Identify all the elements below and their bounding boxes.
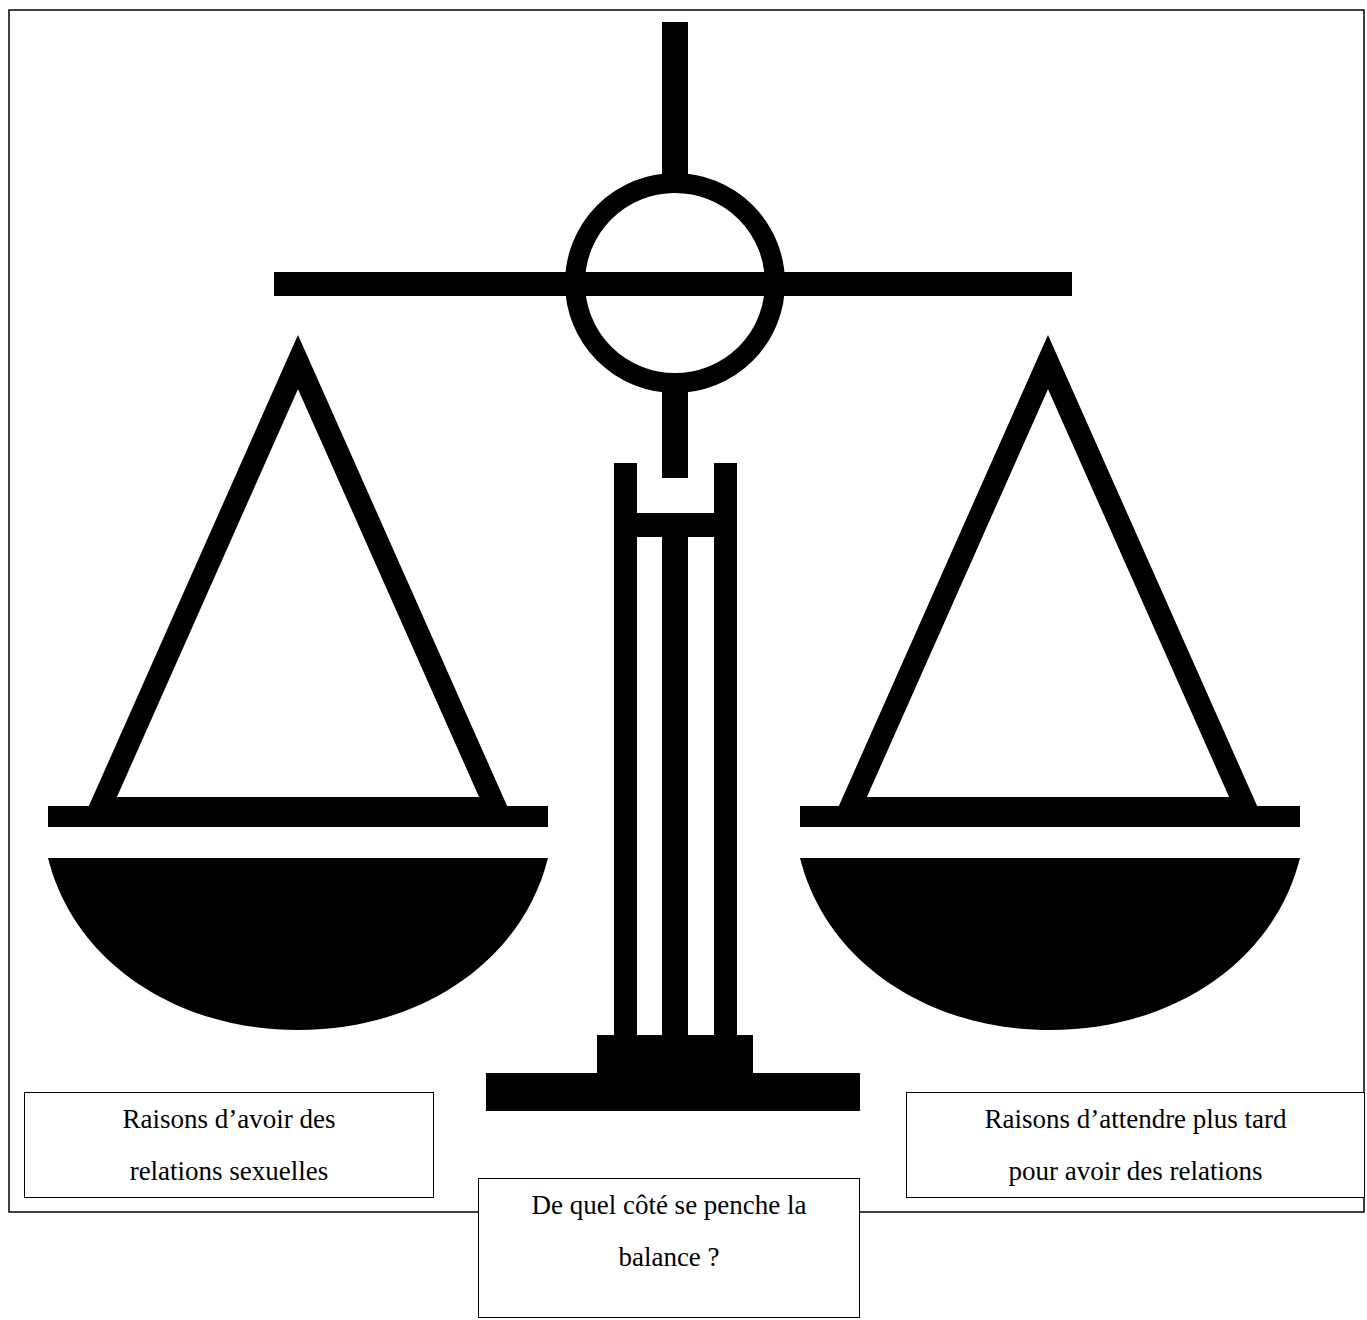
right-pan-bar bbox=[800, 806, 1300, 827]
lower-post bbox=[662, 392, 688, 478]
box-text: Raisons d’attendre plus tard pour avoir … bbox=[971, 1093, 1301, 1197]
right-pan bbox=[800, 858, 1300, 1030]
top-post bbox=[662, 22, 688, 174]
column-middle bbox=[662, 537, 688, 1038]
text-box: Raisons d’attendre plus tard pour avoir … bbox=[906, 1092, 1365, 1198]
left-pan-bar bbox=[48, 806, 548, 827]
left-hanger bbox=[100, 362, 496, 808]
column-crossbar bbox=[637, 513, 714, 537]
base-step bbox=[597, 1035, 753, 1075]
right-hanger bbox=[850, 362, 1246, 808]
base-plate bbox=[486, 1073, 860, 1111]
outer-frame bbox=[9, 10, 1364, 1212]
balance-scale bbox=[48, 22, 1300, 1111]
text-box: Raisons d’avoir des relations sexuelles bbox=[24, 1092, 434, 1198]
box-text: Raisons d’avoir des relations sexuelles bbox=[94, 1093, 364, 1197]
column-right bbox=[714, 463, 737, 1038]
pivot-ring bbox=[575, 183, 775, 383]
text-box: De quel côté se penche la balance ? bbox=[478, 1178, 860, 1318]
beam bbox=[274, 272, 1072, 296]
box-text: De quel côté se penche la balance ? bbox=[529, 1179, 809, 1283]
column-left bbox=[614, 463, 637, 1038]
left-pan bbox=[48, 858, 548, 1030]
